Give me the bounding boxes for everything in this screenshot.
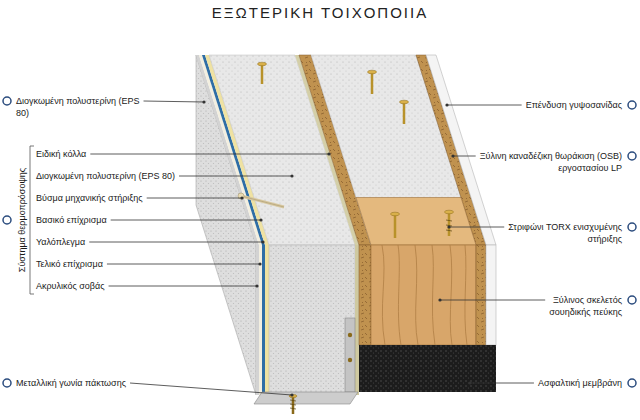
leader-dot <box>468 381 471 384</box>
callout-label: Βασικό επίχρισμα <box>36 214 107 226</box>
callout-dot <box>3 379 11 387</box>
callout-label: Τελικό επίχρισμα <box>36 258 103 270</box>
wood-grain <box>382 245 467 345</box>
callout-label: Ακρυλικός σοβάς <box>36 280 105 292</box>
callout-label: Υαλόπλεγμα <box>36 236 85 248</box>
acrylic-plaster-front <box>256 245 259 395</box>
leader-dot <box>447 225 450 228</box>
callout-label: Μεταλλική γωνία πάκτωσης <box>16 377 126 389</box>
diagram-title: ΕΞΩΤΕΡΙΚΗ ΤΟΙΧΟΠΟΙΙΑ <box>0 4 640 22</box>
torx-screws <box>258 62 454 238</box>
eps-front <box>269 245 355 395</box>
leader-line <box>111 220 261 221</box>
anchor-thread <box>290 400 296 409</box>
dowel-core <box>241 196 284 207</box>
mesh-front <box>262 245 265 395</box>
leader-dot <box>255 284 258 287</box>
callout-dot <box>628 152 636 160</box>
leader-line <box>179 176 292 177</box>
leader-dot <box>290 393 293 396</box>
callout-label: Επένδυση γυψοσανίδας <box>492 99 622 111</box>
screw-head <box>368 70 377 74</box>
callout-label: Στριφώνι TORX ενισχυμένης στήριξης <box>507 221 622 245</box>
gypsum-board-front <box>486 245 496 345</box>
callout-label: Ειδική κόλλα <box>36 148 86 160</box>
callout-label: Βύσμα μηχανικής στήριξης <box>36 192 143 204</box>
leader-line <box>144 101 204 102</box>
screw-shank <box>394 214 397 238</box>
asphalt-membrane <box>359 345 496 392</box>
screw-thread <box>446 220 452 231</box>
leader-dot <box>261 240 264 243</box>
callout-label: Διογκωμένη πολυστερίνη (EPS 80) <box>16 95 146 119</box>
leader-line <box>89 242 263 243</box>
leader-dot <box>290 174 293 177</box>
metal-angle-flange <box>345 318 355 392</box>
callout-label: Ξύλινη καναδέζικη θωράκιση (OSB) εργοστα… <box>477 150 622 174</box>
stud-front <box>371 245 476 345</box>
osb-inner-front <box>476 245 486 345</box>
screw-shank <box>448 212 451 236</box>
leader-dot <box>327 152 330 155</box>
callout-label: Διογκωμένη πολυστερίνη (EPS 80) <box>36 170 175 182</box>
osb-front <box>359 245 371 345</box>
leader-dot <box>258 262 261 265</box>
group-label: Σύστημα θερμοπρόσοψης <box>16 150 28 290</box>
leader-line <box>147 198 242 199</box>
leader-dot <box>202 100 205 103</box>
callout-dot <box>628 223 636 231</box>
finish-coat-front <box>259 245 262 395</box>
angle-screw <box>348 358 352 362</box>
group-bracket <box>30 146 34 294</box>
leader-dot <box>438 298 441 301</box>
leader-line <box>107 264 260 265</box>
base-coat-front <box>265 245 269 395</box>
leader-line <box>447 105 522 106</box>
leader-line <box>90 154 329 155</box>
metal-angle-plate <box>254 392 358 404</box>
callout-dot <box>628 379 636 387</box>
screw-shank <box>403 102 406 124</box>
screw-head <box>445 210 454 214</box>
callout-dot <box>628 296 636 304</box>
callout-label: Ξύλινος σκελετός σουηδικής πεύκης <box>522 294 622 318</box>
screw-head <box>400 100 409 104</box>
callout-dot <box>3 97 11 105</box>
leader-line <box>453 156 476 157</box>
callout-label: Ασφαλτική μεμβράνη <box>502 377 622 389</box>
callout-dot <box>628 101 636 109</box>
screw-head <box>391 212 400 216</box>
callout-dot <box>3 216 11 224</box>
leader-dot <box>451 154 454 157</box>
screw-head <box>258 62 267 66</box>
stud-top <box>356 198 476 246</box>
leader-line <box>449 227 504 228</box>
screw-shank <box>261 64 264 84</box>
leader-line <box>470 383 534 384</box>
adhesive-front <box>355 245 359 395</box>
leader-dot <box>445 103 448 106</box>
leader-line <box>130 383 292 395</box>
leader-line <box>440 300 545 301</box>
insulation-dowel <box>241 196 284 207</box>
angle-screw <box>348 333 352 337</box>
leader-dot <box>259 218 262 221</box>
leader-line <box>109 286 257 287</box>
leader-dot <box>240 196 243 199</box>
screw-shank <box>371 72 374 94</box>
